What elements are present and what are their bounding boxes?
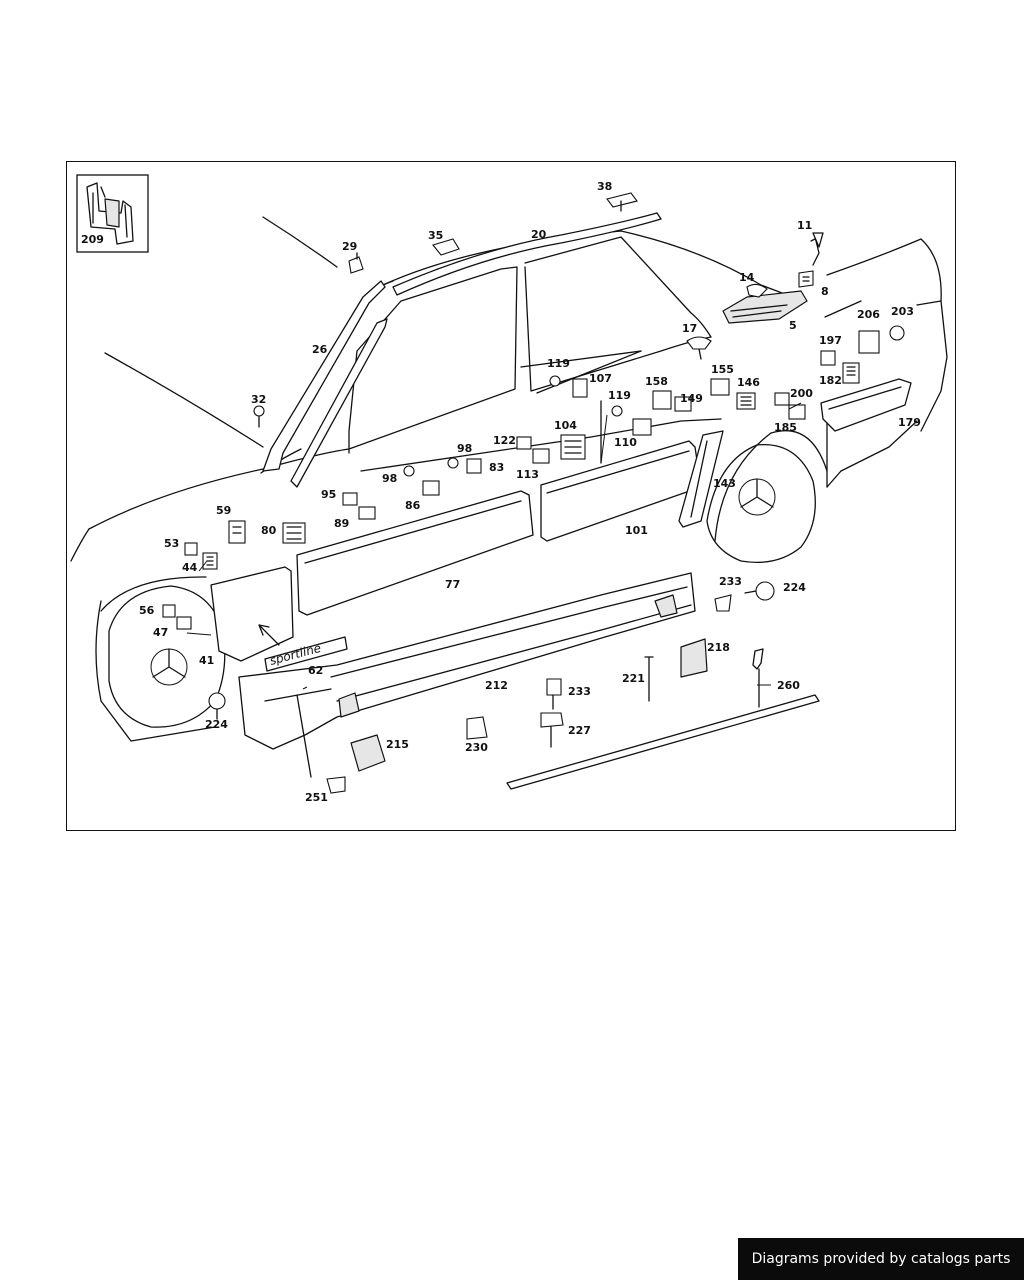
part-labels: 38 11 29 35 20 14 8 5 26 17 206 203 197 …	[139, 180, 921, 804]
label-212: 212	[485, 679, 508, 692]
label-233-lower: 233	[568, 685, 591, 698]
label-149: 149	[680, 392, 703, 405]
label-233-upper: 233	[719, 575, 742, 588]
label-26: 26	[312, 343, 328, 356]
front-wheel	[108, 585, 226, 728]
label-35: 35	[428, 229, 443, 242]
door-moulding-77	[296, 490, 534, 616]
window-trim-5	[722, 232, 824, 324]
label-59: 59	[216, 504, 231, 517]
rear-quarter-moulding-179	[820, 378, 912, 432]
label-17: 17	[682, 322, 697, 335]
label-101: 101	[625, 524, 648, 537]
label-5: 5	[789, 319, 797, 332]
label-119-top: 119	[547, 357, 570, 370]
label-209: 209	[81, 233, 104, 246]
label-224-left: 224	[205, 718, 228, 731]
label-155: 155	[711, 363, 734, 376]
label-200: 200	[790, 387, 813, 400]
label-8: 8	[821, 285, 829, 298]
label-113: 113	[516, 468, 539, 481]
a-pillar-trim-26	[262, 238, 460, 488]
footer-text: Diagrams provided by catalogs parts	[751, 1251, 1011, 1267]
clips-and-fasteners	[162, 325, 905, 794]
label-95: 95	[321, 488, 336, 501]
label-32: 32	[251, 393, 266, 406]
label-77: 77	[445, 578, 460, 591]
label-206: 206	[857, 308, 880, 321]
label-11: 11	[797, 219, 812, 232]
label-119-mid: 119	[608, 389, 631, 402]
label-41: 41	[199, 654, 214, 667]
leader-lines	[186, 402, 802, 690]
label-89: 89	[334, 517, 349, 530]
fender-moulding-41	[210, 566, 294, 662]
label-98-right: 98	[457, 442, 472, 455]
inset-detail-209: 209	[76, 174, 149, 253]
label-143: 143	[713, 477, 736, 490]
label-215: 215	[386, 738, 409, 751]
weatherstrip-260	[506, 648, 820, 790]
label-197: 197	[819, 334, 842, 347]
label-224-right: 224	[783, 581, 806, 594]
label-62: 62	[308, 664, 323, 677]
label-260: 260	[777, 679, 800, 692]
rear-moulding-143	[678, 430, 724, 528]
label-185: 185	[774, 421, 797, 434]
label-56: 56	[139, 604, 155, 617]
car-body-outline	[70, 216, 948, 742]
side-sill-212	[238, 572, 696, 750]
label-122: 122	[493, 434, 516, 447]
rear-wheel	[706, 444, 816, 564]
label-29: 29	[342, 240, 357, 253]
label-158: 158	[645, 375, 668, 388]
label-251: 251	[305, 791, 328, 804]
label-110: 110	[614, 436, 637, 449]
label-146: 146	[737, 376, 760, 389]
label-38: 38	[597, 180, 612, 193]
roof-trim-20	[392, 192, 662, 296]
label-230: 230	[465, 741, 488, 754]
label-179: 179	[898, 416, 921, 429]
label-47: 47	[153, 626, 168, 639]
label-203: 203	[891, 305, 914, 318]
label-98-left: 98	[382, 472, 397, 485]
label-221: 221	[622, 672, 645, 685]
label-107: 107	[589, 372, 612, 385]
parts-diagram-frame: 209	[66, 161, 956, 831]
footer-credit: Diagrams provided by catalogs parts	[738, 1238, 1024, 1280]
label-14: 14	[739, 271, 755, 284]
label-80: 80	[261, 524, 277, 537]
parts-exploded-diagram: 209	[70, 174, 948, 804]
label-20: 20	[531, 228, 547, 241]
label-53: 53	[164, 537, 179, 550]
label-104: 104	[554, 419, 577, 432]
label-86: 86	[405, 499, 421, 512]
label-218: 218	[707, 641, 730, 654]
label-227: 227	[568, 724, 591, 737]
label-83: 83	[489, 461, 504, 474]
label-44: 44	[182, 561, 198, 574]
label-182: 182	[819, 374, 842, 387]
